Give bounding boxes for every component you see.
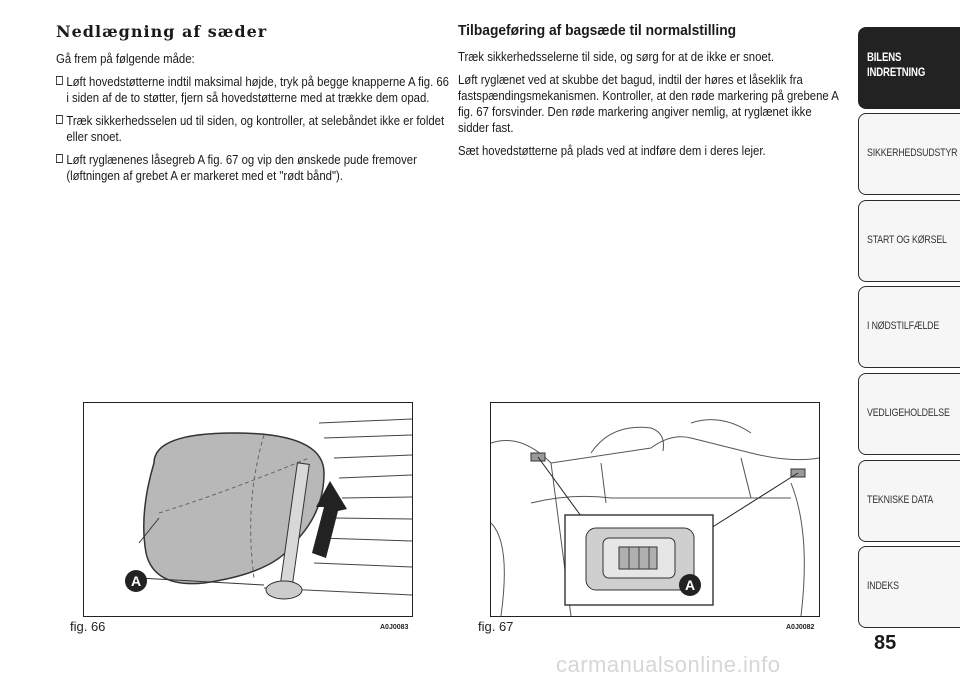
tab-tekniske-data[interactable]: TEKNISKE DATA — [858, 460, 960, 542]
figure-caption: fig. 66 — [70, 619, 106, 634]
left-column: Nedlægning af sæder Gå frem på følgende … — [56, 22, 449, 191]
section-title-restore-seat: Tilbageføring af bagsæde til normalstill… — [458, 22, 737, 39]
section-title-folding-seats: Nedlægning af sæder — [56, 22, 268, 41]
callout-label: A — [131, 573, 141, 589]
watermark: carmanualsonline.info — [556, 652, 781, 677]
paragraph: Løft ryglænet ved at skubbe det bagud, i… — [458, 72, 839, 135]
page-number: 85 — [874, 632, 897, 654]
figure-code: A0J0083 — [380, 624, 409, 631]
tab-bilens-indretning[interactable]: BILENS INDRETNING — [858, 27, 960, 109]
headrest-illustration: A — [125, 418, 413, 600]
bullet-item: Løft hovedstøtterne indtil maksimal højd… — [56, 74, 449, 106]
intro-text: Gå frem på følgende måde: — [56, 51, 195, 66]
bullet-item: Løft ryglænenes låsegreb A fig. 67 og vi… — [56, 152, 449, 184]
paragraph: Træk sikkerhedsselerne til side, og sørg… — [458, 49, 775, 64]
tab-sikkerhedsudstyr[interactable]: SIKKERHEDSUDSTYR — [858, 113, 960, 195]
tab-i-nodstilfaelde[interactable]: I NØDSTILFÆLDE — [858, 286, 960, 368]
checkbox-bullet-icon — [56, 76, 63, 85]
right-column: Tilbageføring af bagsæde til normalstill… — [458, 22, 840, 166]
tab-start-og-korsel[interactable]: START OG KØRSEL — [858, 200, 960, 282]
tab-indeks[interactable]: INDEKS — [858, 546, 960, 628]
checkbox-bullet-icon — [56, 115, 63, 124]
rear-seat-illustration: A — [490, 419, 820, 617]
figure-headrest: A — [83, 402, 413, 617]
paragraph: Sæt hovedstøtterne på plads ved at indfø… — [458, 143, 766, 158]
bullet-item: Træk sikkerhedsselen ud til siden, og ko… — [56, 113, 449, 145]
figure-caption: fig. 67 — [478, 619, 514, 634]
figure-rear-seat: A — [490, 402, 820, 617]
tab-vedligeholdelse[interactable]: VEDLIGEHOLDELSE — [858, 373, 960, 455]
callout-label: A — [685, 577, 695, 593]
figure-code: A0J0082 — [786, 624, 815, 631]
checkbox-bullet-icon — [56, 154, 63, 163]
